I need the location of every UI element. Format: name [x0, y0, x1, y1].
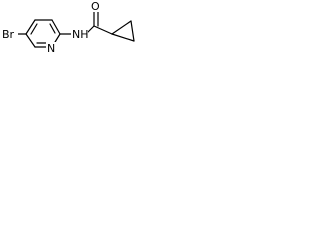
- oxygen-label-mask: [89, 0, 100, 12]
- molecule-diagram: Br N NH O: [0, 0, 140, 61]
- pyridine-n-label-mask: [46, 42, 57, 54]
- structure-drawing: Br N NH O: [1, 0, 135, 55]
- ring-double-bond-inner-2: [49, 23, 56, 34]
- cyclopropyl-ring: [111, 20, 135, 42]
- cyclopropyl-bond-3: [111, 33, 135, 42]
- oxygen-label: O: [91, 0, 100, 13]
- pyridine-nitrogen-label: N: [47, 42, 55, 55]
- ring-bond-1: [25, 19, 36, 35]
- ring-bond-3: [51, 19, 61, 35]
- bond-carbonyl-cyclopropyl: [93, 25, 113, 35]
- ring-double-bond-inner-1: [30, 23, 38, 35]
- ring-bond-6: [25, 33, 36, 48]
- cyclopropyl-bond-2: [130, 20, 135, 42]
- br-label-mask: [1, 26, 18, 39]
- bromine-label: Br: [2, 28, 15, 41]
- cyclopropyl-bond-1: [111, 20, 132, 35]
- amide-nh-label-mask: [71, 26, 88, 39]
- amide-nh-label: NH: [72, 28, 89, 41]
